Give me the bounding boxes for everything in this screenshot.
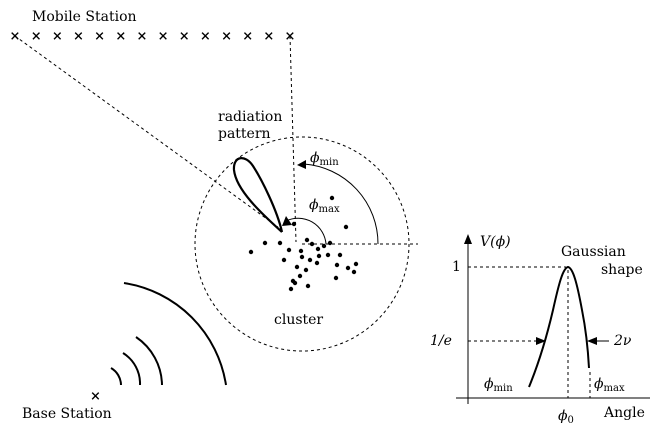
radiation-label-line1: radiation <box>218 109 282 125</box>
radiation-label-line2: pattern <box>218 126 271 142</box>
phi-zero-label: ϕ0 <box>558 408 574 426</box>
cluster-circle <box>194 136 410 352</box>
path-line-right <box>289 35 297 243</box>
v-phi-label: V(ϕ) <box>480 234 511 250</box>
two-nu-label: 2ν <box>613 333 632 349</box>
phi-min-label: ϕmin <box>310 150 339 168</box>
scatterer <box>262 240 268 246</box>
mobile-station-element: × <box>221 29 232 44</box>
scatterer <box>309 241 315 247</box>
scatterer <box>316 253 322 259</box>
scatterer <box>345 265 351 271</box>
tick-label-one: 1 <box>452 259 461 275</box>
gaussian-plot: V(ϕ) 1 1/e Gaussian shape 2ν ϕmin ϕmax ϕ… <box>430 234 650 426</box>
scatterer <box>337 252 343 258</box>
plot-phi-min-label: ϕmin <box>484 376 513 394</box>
scatterer <box>297 273 303 279</box>
mobile-station-label: Mobile Station <box>32 9 137 25</box>
scatterer <box>277 240 283 246</box>
phi-min-arrowhead <box>297 160 306 169</box>
mobile-station-element: × <box>200 29 211 44</box>
phi-max-arc <box>285 217 327 245</box>
phi-max-label: ϕmax <box>309 197 340 215</box>
base-station-label: Base Station <box>22 406 112 422</box>
scatterer <box>325 252 331 258</box>
path-line-left <box>14 35 279 228</box>
mobile-station-element: × <box>136 29 147 44</box>
base-station-marker: × <box>90 389 101 404</box>
scatterer <box>314 260 320 266</box>
scatterer <box>248 249 254 255</box>
plot-phi-max-label: ϕmax <box>594 376 625 394</box>
scatterer <box>351 269 357 275</box>
angle-label: Angle <box>603 405 645 421</box>
scatterer <box>315 246 321 252</box>
scatterer <box>281 257 287 263</box>
scatterer <box>303 267 309 273</box>
scatterer <box>298 248 304 254</box>
y-axis-arrow <box>464 234 472 244</box>
tick-label-one-over-e: 1/e <box>430 333 452 349</box>
width-arrow-left-head <box>536 337 546 345</box>
mobile-station-element: × <box>31 29 42 44</box>
scatterer <box>304 237 310 243</box>
scatterer <box>292 280 298 286</box>
scatterer <box>286 247 292 253</box>
mobile-station-element: × <box>73 29 84 44</box>
mobile-station-element: × <box>115 29 126 44</box>
scatterer <box>305 283 311 289</box>
mobile-station-element: × <box>179 29 190 44</box>
mobile-station-element: × <box>94 29 105 44</box>
scatterer <box>288 286 294 292</box>
scatterer <box>299 254 305 260</box>
mobile-station-element: × <box>242 29 253 44</box>
scatterer <box>329 195 335 201</box>
gaussian-curve <box>528 265 590 388</box>
mobile-station-element: × <box>158 29 169 44</box>
phi-min-arc <box>303 163 379 245</box>
scatterer <box>307 257 313 263</box>
radiation-lobe <box>232 157 284 233</box>
scatterer <box>291 221 297 227</box>
mobile-station-element: × <box>263 29 274 44</box>
scatterer <box>294 264 300 270</box>
scatterer <box>343 224 349 230</box>
cluster-label: cluster <box>274 312 323 328</box>
scatterer <box>333 275 339 281</box>
mobile-station-element: × <box>52 29 63 44</box>
scatterer <box>353 261 359 267</box>
scatterer <box>334 262 340 268</box>
phi-max-arrowhead <box>282 216 292 226</box>
scatterer <box>321 243 327 249</box>
base-station-waves <box>110 282 227 386</box>
gaussian-label-line1: Gaussian <box>561 244 626 260</box>
gaussian-label-line2: shape <box>601 262 643 278</box>
scatterer-points <box>248 195 359 292</box>
scatterer <box>327 240 333 246</box>
mobile-station-array: ×××××××××××××× <box>10 29 296 44</box>
width-arrow-right-head <box>587 337 597 345</box>
